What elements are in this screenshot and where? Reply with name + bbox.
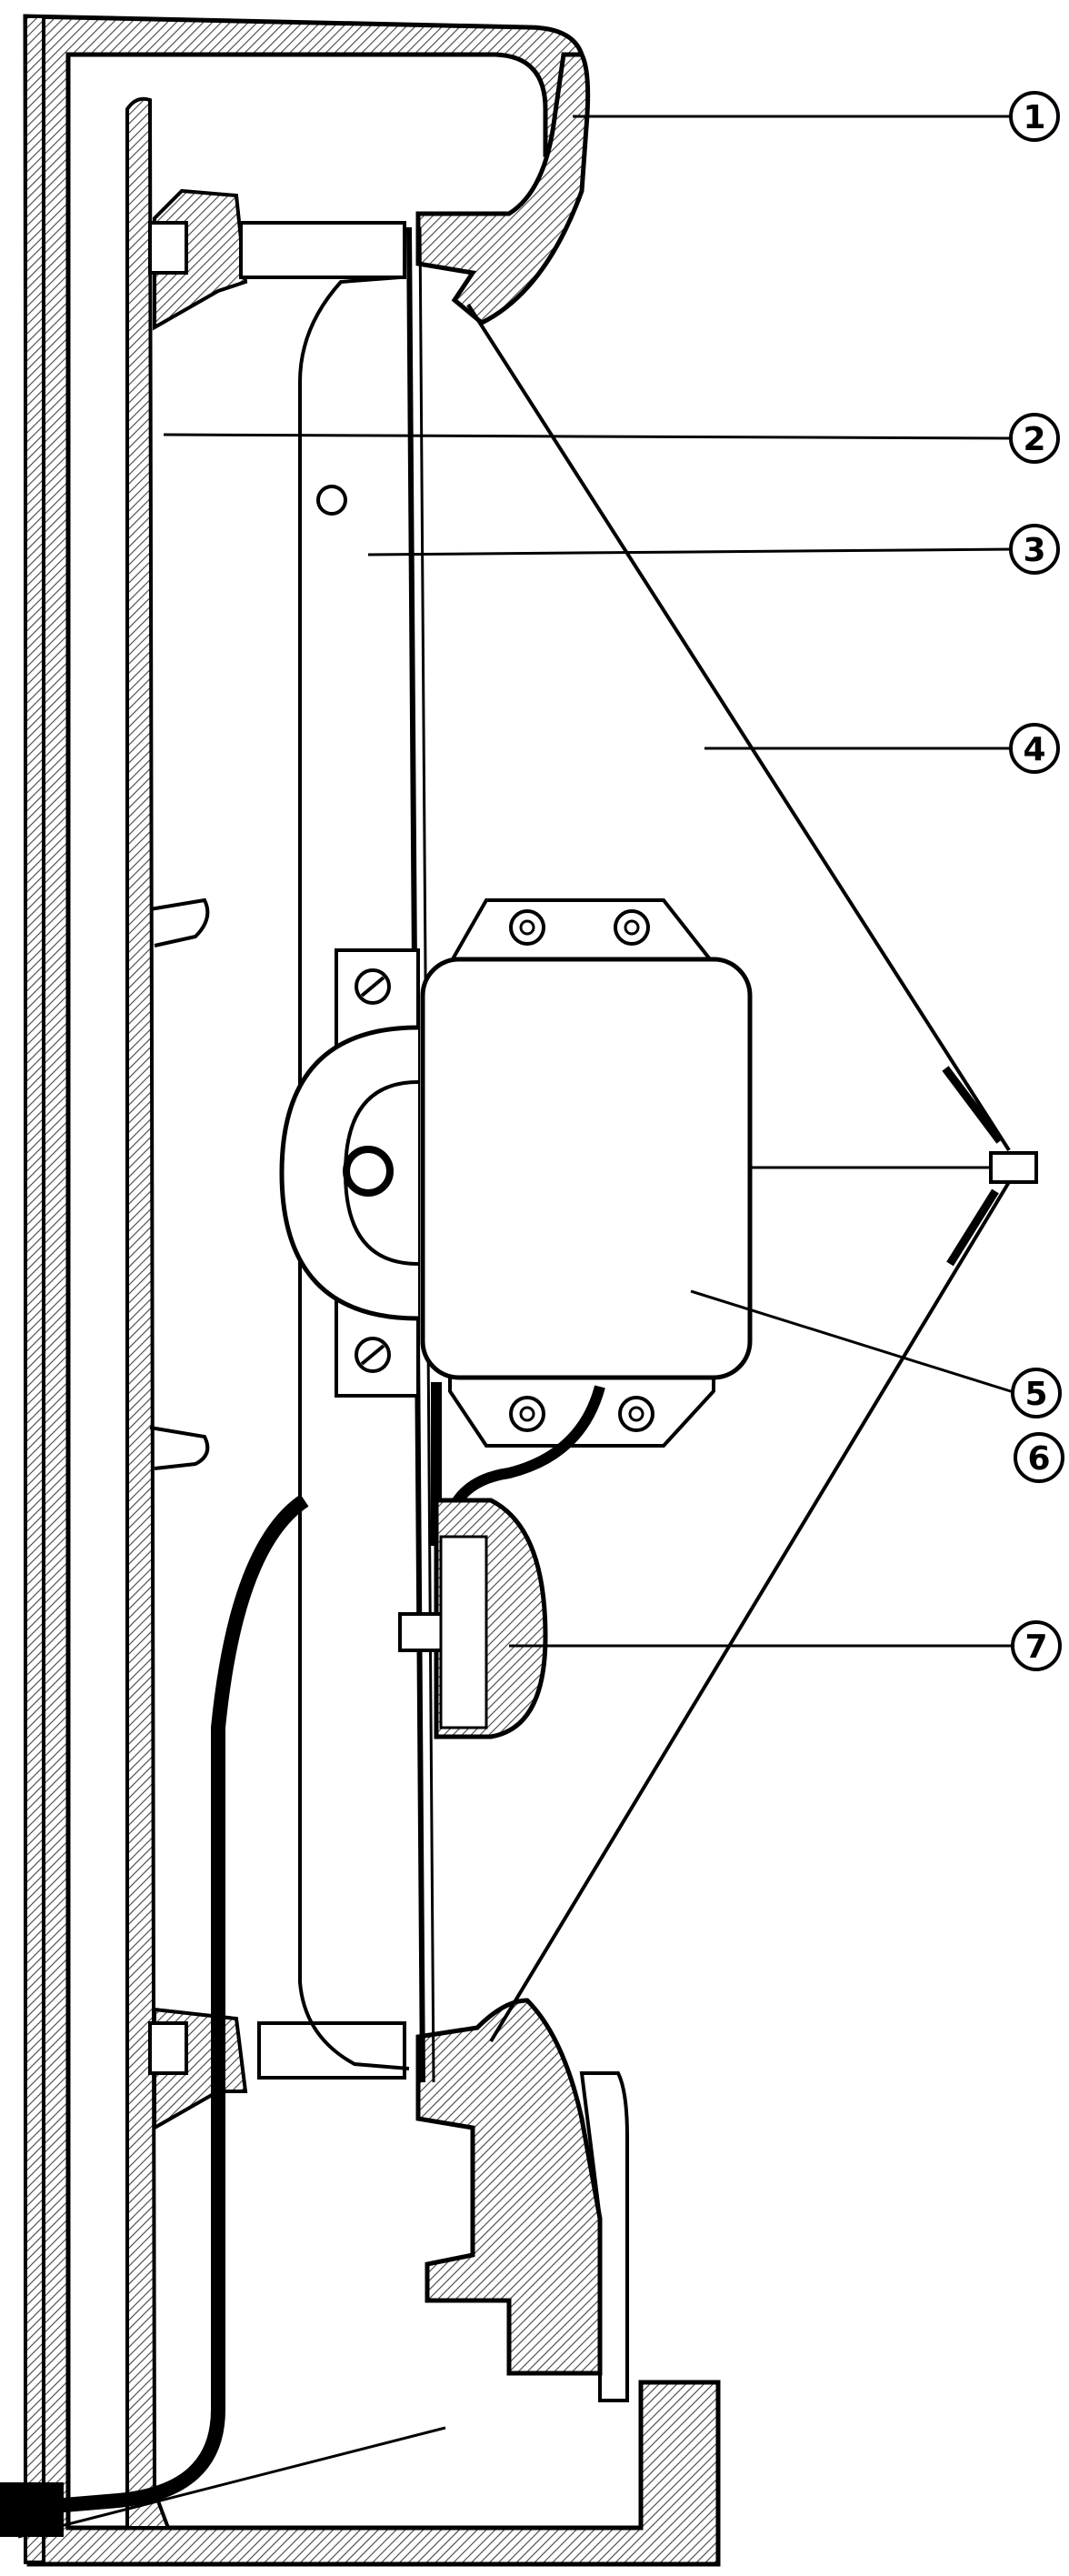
callout-circle — [1009, 413, 1060, 464]
magnet-clamp — [279, 948, 420, 1398]
callout-number: 5 — [1024, 1376, 1047, 1413]
callout-circle — [1011, 1620, 1062, 1671]
callout-number: 6 — [1027, 1440, 1050, 1478]
callout-magnet-assembly: 5 — [1011, 1368, 1062, 1418]
callout-housing: 1 — [1009, 91, 1060, 142]
top-mount — [148, 188, 406, 331]
speaker-cone — [466, 303, 1038, 2043]
callout-circle — [1014, 1432, 1064, 1483]
callout-number: 3 — [1023, 532, 1045, 569]
callout-back-cover: 2 — [1009, 413, 1060, 464]
housing-rim-bottom — [415, 1998, 629, 2402]
callout-lead-wire: 6 — [1014, 1432, 1064, 1483]
callout-number: 4 — [1023, 731, 1045, 768]
callout-circle — [1011, 1368, 1062, 1418]
callout-circle — [1009, 91, 1060, 142]
terminal-block — [398, 1498, 548, 1739]
callout-circle — [1009, 524, 1060, 575]
callout-number: 2 — [1023, 421, 1045, 458]
callout-baffle-plate: 3 — [1009, 524, 1060, 575]
callout-cone: 4 — [1009, 723, 1060, 774]
housing-rim-top — [415, 52, 591, 326]
outer-housing — [23, 14, 721, 2567]
bottom-mount — [148, 2007, 406, 2131]
callout-markers: 1 2 3 4 5 6 7 — [1009, 91, 1064, 1671]
leader-lines — [17, 115, 1017, 2539]
back-cover — [125, 96, 210, 2530]
callout-circle — [1009, 723, 1060, 774]
magnet-assembly — [420, 898, 753, 1448]
lead-wire — [0, 1382, 605, 2537]
callout-terminal-block: 7 — [1011, 1620, 1062, 1671]
callout-number: 1 — [1023, 99, 1045, 136]
callout-number: 7 — [1024, 1629, 1047, 1666]
